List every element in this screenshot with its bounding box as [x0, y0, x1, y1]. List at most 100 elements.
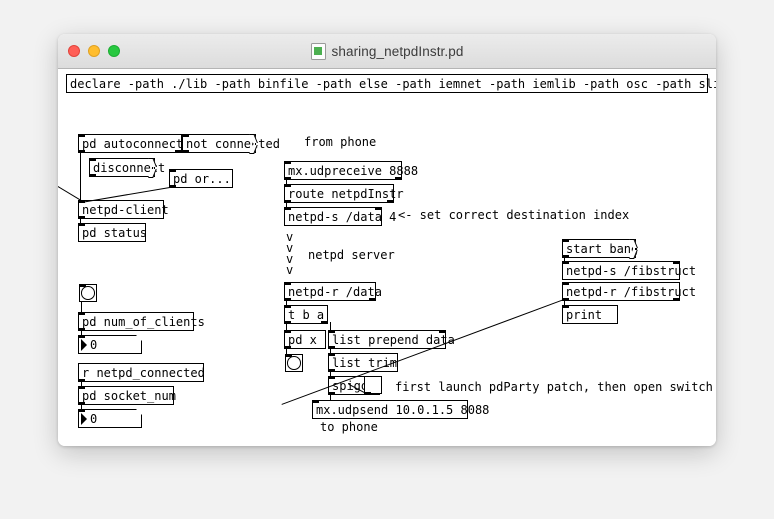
patch-canvas[interactable]: declare -path ./lib -path binfile -path … [58, 69, 716, 446]
inlet-nub [182, 134, 189, 137]
inlet-nub [562, 305, 569, 308]
object-netpd-r-data[interactable]: netpd-r /data [284, 282, 382, 301]
patch-cord [286, 178, 288, 185]
object-netpd-s-fibstruct[interactable]: netpd-s /fibstruct [562, 261, 696, 280]
object-pd-num-of-clients[interactable]: pd num_of_clients [78, 312, 205, 331]
inlet-nub [312, 400, 319, 403]
patch-cord [58, 178, 82, 201]
comment-from-phone: from phone [304, 135, 377, 149]
inlet-nub [169, 169, 176, 172]
outlet-nub [175, 150, 182, 153]
object-pd-x[interactable]: pd x [284, 330, 326, 349]
object-mx-udpreceive[interactable]: mx.udpreceive 8888 [284, 161, 418, 180]
outlet-nub [364, 392, 371, 395]
object-r-netpd-connected[interactable]: r netpd_connected [78, 363, 205, 382]
toggle-spigot-switch[interactable] [364, 376, 382, 394]
outlet-nub [284, 321, 291, 324]
object-netpd-client[interactable]: netpd-client [78, 200, 169, 219]
patch-cord [286, 347, 288, 355]
inlet-nub [284, 330, 291, 333]
inlet-nub [284, 282, 291, 285]
number-box-num-clients[interactable]: 0 [78, 335, 142, 354]
object-list-trim[interactable]: list trim [328, 353, 398, 372]
inlet-nub [285, 354, 292, 357]
outlet-nub [387, 200, 394, 203]
patch-cord [81, 380, 83, 387]
comment-pdparty-instruction: first launch pdParty patch, then open sw… [395, 380, 713, 394]
outlet-nub [328, 369, 335, 372]
bang-num-clients[interactable] [79, 284, 97, 302]
outlet-nub [78, 216, 85, 219]
inlet-nub [78, 386, 85, 389]
object-print[interactable]: print [562, 305, 618, 324]
number-box-socket-num[interactable]: 0 [78, 409, 142, 428]
object-t-b-a[interactable]: t b a [284, 305, 328, 324]
outlet-nub [369, 298, 376, 301]
object-route-netpdinstr[interactable]: route netpdInstr [284, 184, 404, 203]
patch-cord [81, 329, 83, 336]
outlet-nub [562, 255, 569, 258]
inlet-nub [78, 335, 85, 338]
minimize-button-icon[interactable] [88, 45, 100, 57]
object-declare[interactable]: declare -path ./lib -path binfile -path … [66, 74, 716, 93]
window-title: sharing_netpdInstr.pd [310, 42, 464, 60]
inlet-nub [562, 239, 569, 242]
patch-cord [286, 201, 288, 208]
inlet-nub [78, 223, 85, 226]
outlet-nub [562, 298, 569, 301]
object-netpd-s-data[interactable]: netpd-s /data 4 [284, 207, 396, 226]
outlet-nub [78, 150, 85, 153]
window-title-text: sharing_netpdInstr.pd [331, 43, 464, 59]
arrow-down-glyphs: v v v v [286, 230, 294, 277]
inlet-nub [78, 312, 85, 315]
object-pd-or[interactable]: pd or... [169, 169, 233, 188]
inlet-nub [562, 282, 569, 285]
inlet-nub [284, 207, 291, 210]
object-mx-udpsend[interactable]: mx.udpsend 10.0.1.5 8088 [312, 400, 489, 419]
outlet-nub [673, 298, 680, 301]
object-pd-autoconnect[interactable]: pd autoconnect [78, 134, 183, 153]
outlet-nub [321, 321, 328, 324]
comment-netpd-server: netpd server [308, 248, 395, 262]
bang-pd-x[interactable] [285, 354, 303, 372]
comment-destination-index: <- set correct destination index [398, 208, 630, 222]
comment-to-phone: to phone [320, 420, 378, 434]
object-list-prepend-data[interactable]: list prepend data [328, 330, 455, 349]
inlet-nub [375, 207, 382, 210]
patch-cord [330, 347, 332, 354]
inlet-nub [328, 353, 335, 356]
outlet-nub [328, 392, 335, 395]
object-pd-socket-num[interactable]: pd socket_num [78, 386, 176, 405]
inlet-nub [78, 409, 85, 412]
patch-cord [81, 403, 83, 410]
object-netpd-r-fibstruct[interactable]: netpd-r /fibstruct [562, 282, 696, 301]
pd-patch-window[interactable]: sharing_netpdInstr.pd declare -path ./li… [58, 34, 716, 446]
patch-cord [286, 299, 288, 306]
message-start-bang[interactable]: start bang [562, 239, 638, 258]
inlet-nub [284, 305, 291, 308]
patch-cord [564, 299, 566, 306]
outlet-nub [284, 298, 291, 301]
close-button-icon[interactable] [68, 45, 80, 57]
window-controls[interactable] [68, 34, 120, 68]
inlet-nub [439, 330, 446, 333]
message-disconnect[interactable]: disconnect [89, 158, 165, 177]
outlet-nub [328, 346, 335, 349]
inlet-nub [328, 376, 335, 379]
maximize-button-icon[interactable] [108, 45, 120, 57]
inlet-nub [78, 134, 85, 137]
inlet-nub [284, 184, 291, 187]
inlet-nub [328, 330, 335, 333]
pd-document-icon [310, 42, 326, 60]
outlet-nub [395, 177, 402, 180]
outlet-nub [284, 346, 291, 349]
inlet-nub [79, 284, 86, 287]
window-titlebar[interactable]: sharing_netpdInstr.pd [58, 34, 716, 69]
patch-cord [330, 370, 332, 377]
inlet-nub [673, 261, 680, 264]
message-not-connected[interactable]: not connected [182, 134, 280, 153]
outlet-nub [284, 177, 291, 180]
patch-cord [286, 322, 288, 331]
outlet-nub [284, 200, 291, 203]
object-pd-status[interactable]: pd status [78, 223, 147, 242]
